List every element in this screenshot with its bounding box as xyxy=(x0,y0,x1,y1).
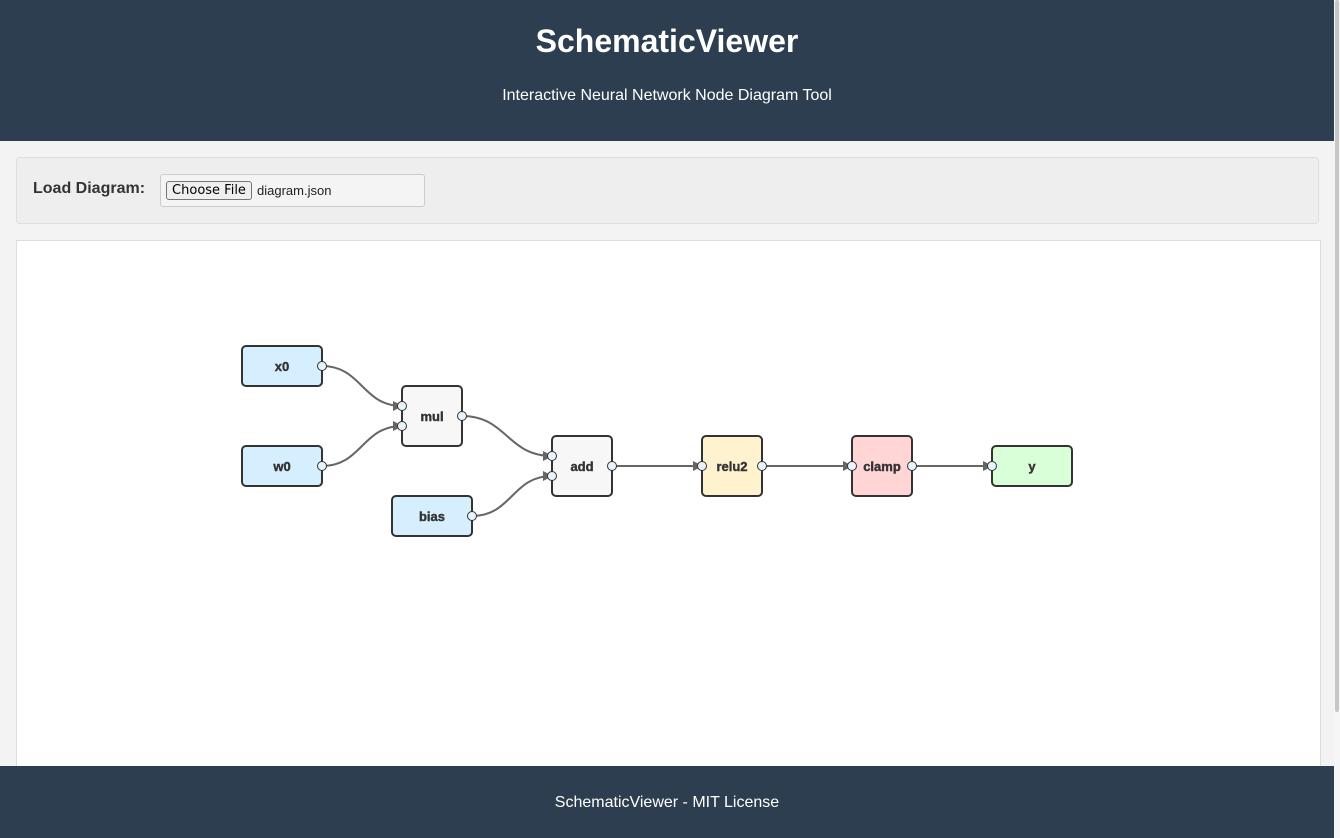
node-bias-label: bias xyxy=(419,509,445,524)
node-bias[interactable]: bias xyxy=(391,495,477,537)
node-mul-label: mul xyxy=(420,409,443,424)
node-x0-output-port[interactable] xyxy=(317,361,327,371)
node-y-input-port[interactable] xyxy=(987,461,997,471)
edges-layer xyxy=(321,365,993,517)
node-relu2[interactable]: relu2 xyxy=(697,435,767,497)
nodes-layer: x0 w0 mul bias add relu2 clamp y xyxy=(241,345,1073,537)
node-relu2-label: relu2 xyxy=(716,459,747,474)
node-y[interactable]: y xyxy=(987,445,1073,487)
node-relu2-output-port[interactable] xyxy=(757,461,767,471)
node-mul-input-port[interactable] xyxy=(397,421,407,431)
node-add[interactable]: add xyxy=(547,435,617,497)
node-mul-input-port[interactable] xyxy=(397,401,407,411)
node-add-output-port[interactable] xyxy=(607,461,617,471)
node-w0-label: w0 xyxy=(272,459,290,474)
app-header: SchematicViewer Interactive Neural Netwo… xyxy=(0,0,1334,141)
node-clamp-input-port[interactable] xyxy=(847,461,857,471)
node-clamp[interactable]: clamp xyxy=(847,435,917,497)
load-toolbar: Load Diagram: Choose File diagram.json xyxy=(16,157,1319,224)
app-subtitle: Interactive Neural Network Node Diagram … xyxy=(502,87,832,104)
node-add-label: add xyxy=(570,459,593,474)
node-clamp-label: clamp xyxy=(863,459,901,474)
edge-x0-to-mul[interactable] xyxy=(321,365,403,411)
edge-mul-to-add[interactable] xyxy=(461,415,553,461)
diagram-svg[interactable]: x0 w0 mul bias add relu2 clamp y xyxy=(17,241,1320,766)
scrollbar-thumb[interactable] xyxy=(1335,0,1339,712)
node-mul-output-port[interactable] xyxy=(457,411,467,421)
edge-w0-to-mul[interactable] xyxy=(321,421,403,467)
diagram-canvas[interactable]: x0 w0 mul bias add relu2 clamp y xyxy=(16,240,1321,782)
page-scrollbar[interactable] xyxy=(1334,0,1340,838)
node-w0[interactable]: w0 xyxy=(241,445,327,487)
node-bias-output-port[interactable] xyxy=(467,511,477,521)
load-diagram-label: Load Diagram: xyxy=(33,180,146,197)
file-input[interactable]: Choose File diagram.json xyxy=(160,174,425,207)
node-mul[interactable]: mul xyxy=(397,385,467,447)
app-title: SchematicViewer xyxy=(535,23,799,59)
selected-file-name: diagram.json xyxy=(257,183,332,198)
choose-file-button[interactable]: Choose File xyxy=(166,181,252,200)
footer-text: SchematicViewer - MIT License xyxy=(554,794,780,811)
node-clamp-output-port[interactable] xyxy=(907,461,917,471)
node-relu2-input-port[interactable] xyxy=(697,461,707,471)
node-y-label: y xyxy=(1028,459,1036,474)
node-w0-output-port[interactable] xyxy=(317,461,327,471)
edge-bias-to-add[interactable] xyxy=(471,471,553,517)
node-x0-label: x0 xyxy=(275,359,289,374)
node-add-input-port[interactable] xyxy=(547,471,557,481)
node-x0[interactable]: x0 xyxy=(241,345,327,387)
node-add-input-port[interactable] xyxy=(547,451,557,461)
app-footer: SchematicViewer - MIT License xyxy=(0,766,1334,838)
